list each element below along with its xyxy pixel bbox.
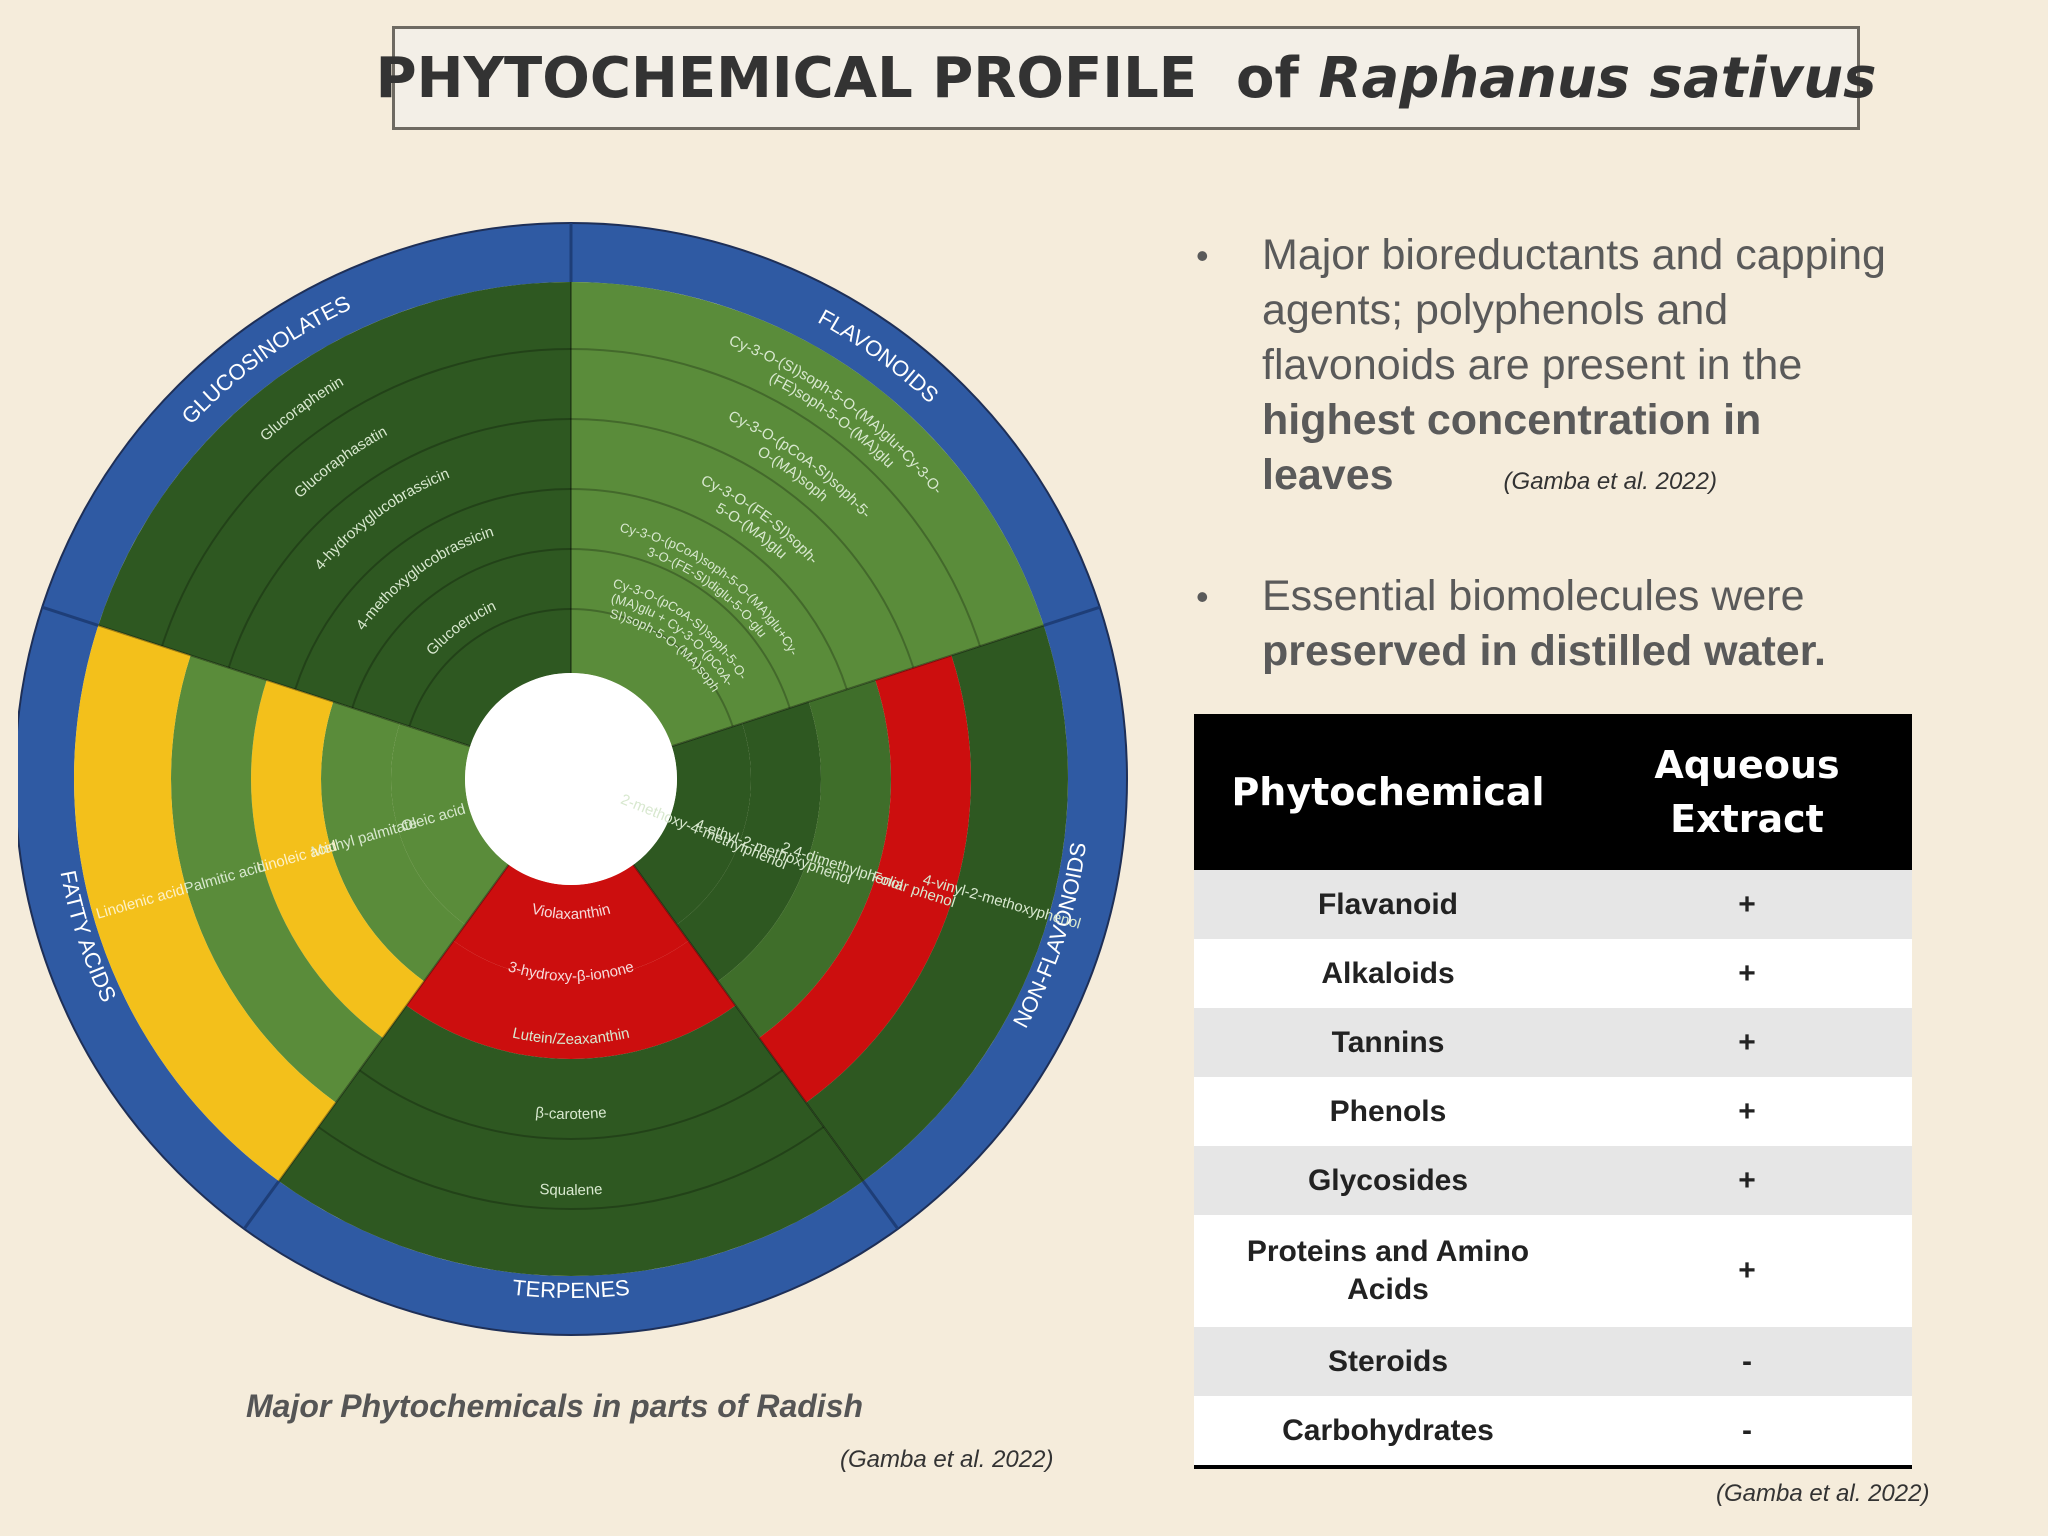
linoleic-band [251, 680, 425, 1038]
title-species: Raphanus sativus [1318, 45, 1877, 111]
table-row: Tannins+ [1194, 1008, 1912, 1077]
table-cell: Glycosides [1194, 1146, 1582, 1215]
flavonoids-sector [571, 282, 1044, 747]
table-header-row: Phytochemical Aqueous Extract [1194, 714, 1912, 870]
page-title: PHYTOCHEMICAL PROFILE of Raphanus sativu… [376, 26, 1876, 130]
wheel-center [465, 673, 677, 885]
wheel-citation: (Gamba et al. 2022) [840, 1446, 1054, 1473]
ring-line [317, 1126, 825, 1210]
ring-line [358, 1069, 784, 1140]
terpene-label: Squalene [539, 1181, 603, 1199]
non-flavonoids-sector [806, 625, 1068, 1182]
title-main: PHYTOCHEMICAL PROFILE of [375, 45, 1319, 111]
column-header: Phytochemical [1194, 714, 1582, 870]
table-cell: + [1582, 870, 1912, 939]
table-cell: + [1582, 1146, 1912, 1215]
table-cell: Phenols [1194, 1077, 1582, 1146]
table-row: Alkaloids+ [1194, 939, 1912, 1008]
table-cell: + [1582, 1215, 1912, 1327]
fatty-acids-sector [321, 701, 466, 982]
fatty-acids-sector [171, 655, 383, 1103]
bullet-bold-text: preserved in distilled water. [1262, 627, 1826, 675]
non-flavonoids-sector [717, 680, 892, 1038]
category-label: TERPENES [511, 1275, 630, 1303]
sector-divider [632, 864, 864, 1182]
terpenes-sector [278, 1005, 864, 1277]
ring-line [408, 608, 572, 727]
table-row: Proteins and Amino Acids+ [1194, 1215, 1912, 1327]
ring-divider [242, 1180, 281, 1230]
table-cell: Steroids [1194, 1327, 1582, 1396]
table-row: Flavanoid+ [1194, 870, 1912, 939]
terpene-label: β-carotene [535, 1104, 608, 1123]
ring-line [351, 548, 572, 709]
bullet-dot-icon: • [1196, 576, 1209, 617]
fatty-acids-sector [391, 723, 509, 925]
table-citation: (Gamba et al. 2022) [1716, 1480, 1930, 1507]
ring-line [227, 418, 572, 669]
table-cell: Carbohydrates [1194, 1396, 1582, 1467]
linolenic-band [73, 625, 336, 1182]
table-cell: Proteins and Amino Acids [1194, 1215, 1582, 1327]
sector-divider [98, 624, 471, 748]
bullet-list: • Major bioreductants and capping agents… [1196, 228, 1916, 679]
non-flavonoids-sector [676, 701, 821, 982]
table-row: Carbohydrates- [1194, 1396, 1912, 1467]
ring-line [570, 488, 848, 690]
sector-divider [671, 624, 1044, 748]
table-cell: - [1582, 1396, 1912, 1467]
table-row: Phenols+ [1194, 1077, 1912, 1146]
glucosinolates-sector [98, 282, 571, 747]
terpenes-red-band [453, 864, 689, 980]
table-cell: + [1582, 1077, 1912, 1146]
wheel-caption: Major Phytochemicals in parts of Radish [246, 1388, 864, 1424]
phytochemical-table: Phytochemical Aqueous Extract Flavanoid+… [1194, 714, 1912, 1469]
ring-line [570, 348, 981, 647]
foliar-phenol-band [759, 655, 971, 1103]
table-row: Steroids- [1194, 1327, 1912, 1396]
table-cell: - [1582, 1327, 1912, 1396]
non-flavonoids-sector [633, 723, 751, 925]
bullet-text: Essential biomolecules were [1262, 572, 1805, 620]
terpenes-red-band [406, 940, 736, 1059]
bullet-bold-text: highest concentration in leaves [1262, 396, 1762, 499]
table-cell: + [1582, 939, 1912, 1008]
table-cell: Tannins [1194, 1008, 1582, 1077]
terpene-label: Lutein/Zeaxanthin [511, 1025, 631, 1048]
ring-line [570, 608, 734, 727]
ring-line [294, 488, 572, 690]
bullet-item: • Essential biomolecules were preserved … [1196, 569, 1916, 679]
sector-divider [278, 864, 510, 1182]
bullet-item: • Major bioreductants and capping agents… [1196, 228, 1916, 509]
table-cell: Alkaloids [1194, 939, 1582, 1008]
bullet-dot-icon: • [1196, 235, 1209, 276]
ring-line [570, 548, 791, 709]
terpene-label: Violaxanthin [530, 901, 613, 923]
ring-divider [41, 605, 99, 627]
table-cell: Flavanoid [1194, 870, 1582, 939]
table-cell: + [1582, 1008, 1912, 1077]
ring-line [570, 418, 915, 669]
bullet-text: Major bioreductants and capping agents; … [1262, 231, 1886, 389]
ring-divider [861, 1180, 900, 1230]
bullet-citation: (Gamba et al. 2022) [1503, 468, 1717, 495]
table-row: Glycosides+ [1194, 1146, 1912, 1215]
ring-divider [1043, 605, 1101, 627]
column-header: Aqueous Extract [1582, 714, 1912, 870]
ring-line [161, 348, 572, 647]
